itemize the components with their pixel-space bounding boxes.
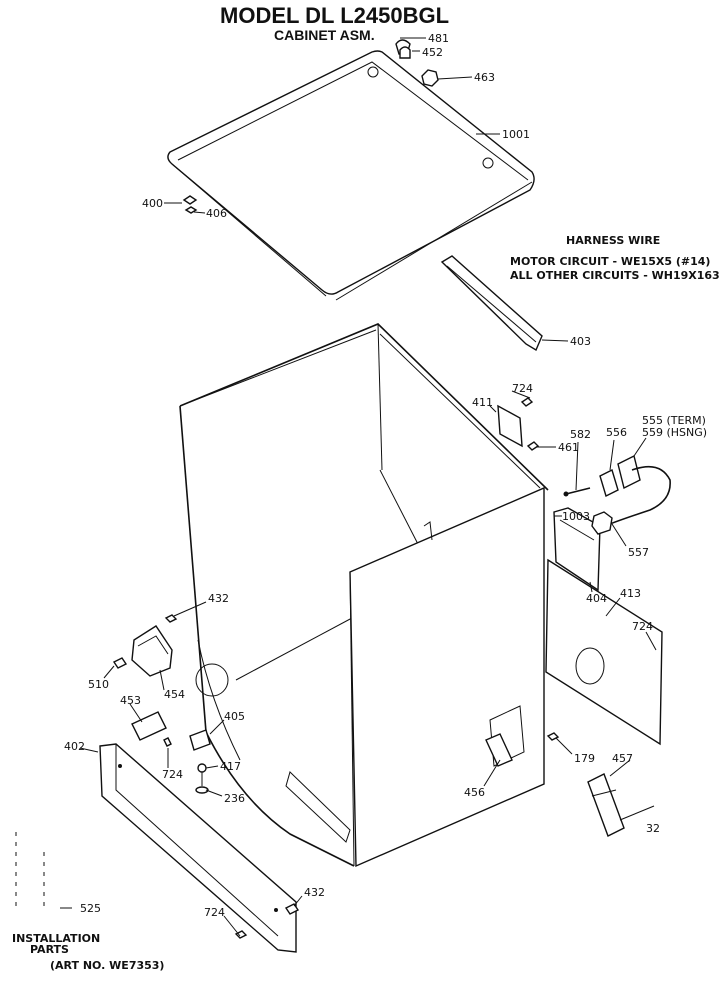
top-small-parts: [182, 39, 439, 214]
parts-label: PARTS: [30, 943, 69, 956]
top-cover-1001: [167, 50, 535, 301]
installation-label: INSTALLATION: [12, 932, 100, 945]
part-label-555: 555 (TERM): [642, 414, 706, 427]
diagram-title: MODEL DL L2450BGL: [220, 3, 449, 28]
part-label-179: 179: [574, 752, 595, 765]
part-label-557: 557: [628, 546, 649, 559]
part-label-417: 417: [220, 760, 241, 773]
part-label-403: 403: [570, 335, 591, 348]
diagram-subtitle: CABINET ASM.: [274, 27, 375, 43]
part-label-724-top: 724: [512, 382, 533, 395]
part-label-405: 405: [224, 710, 245, 723]
part-label-724-lower: 724: [162, 768, 183, 781]
side-panel-413: [545, 507, 663, 746]
part-label-1003: 1003: [562, 510, 590, 523]
part-label-582: 582: [570, 428, 591, 441]
part-label-413: 413: [620, 587, 641, 600]
lower-left-parts: [131, 711, 211, 794]
left-side-parts: [112, 614, 178, 677]
filter-457: [587, 773, 625, 837]
part-label-559: 559 (HSNG): [642, 426, 707, 439]
part-label-400: 400: [142, 197, 163, 210]
toe-panel-402: [99, 743, 300, 953]
part-label-456: 456: [464, 786, 485, 799]
part-label-454: 454: [164, 688, 185, 701]
cabinet-body: [179, 323, 549, 868]
part-label-406: 406: [206, 207, 227, 220]
harness-motor-circuit: MOTOR CIRCUIT - WE15X5 (#14): [510, 255, 710, 268]
part-label-481: 481: [428, 32, 449, 45]
part-label-402: 402: [64, 740, 85, 753]
part-label-404: 404: [586, 592, 607, 605]
part-labels: 481 452 463 1001 400 406 403 724 411 461…: [64, 32, 707, 919]
part-label-525: 525: [80, 902, 101, 915]
part-label-463: 463: [474, 71, 495, 84]
harness-heading: HARNESS WIRE: [566, 234, 660, 247]
part-label-452: 452: [422, 46, 443, 59]
part-label-1001: 1001: [502, 128, 530, 141]
installation-parts-box: INSTALLATION PARTS (ART NO. WE7353): [12, 832, 164, 972]
part-label-461: 461: [558, 441, 579, 454]
part-label-556: 556: [606, 426, 627, 439]
part-label-236: 236: [224, 792, 245, 805]
part-label-411: 411: [472, 396, 493, 409]
part-label-724-bottom: 724: [204, 906, 225, 919]
connector-parts: [563, 454, 671, 535]
harness-other-circuits: ALL OTHER CIRCUITS - WH19X163 (#18): [510, 269, 720, 282]
part-label-432-left: 432: [208, 592, 229, 605]
art-number-label: (ART NO. WE7353): [50, 959, 164, 972]
leader-lines: [60, 37, 657, 937]
part-label-510: 510: [88, 678, 109, 691]
part-label-724-right: 724: [632, 620, 653, 633]
part-label-432-bottom: 432: [304, 886, 325, 899]
part-label-453: 453: [120, 694, 141, 707]
part-label-457: 457: [612, 752, 633, 765]
part-label-32: 32: [646, 822, 660, 835]
harness-note: HARNESS WIRE MOTOR CIRCUIT - WE15X5 (#14…: [510, 234, 720, 282]
